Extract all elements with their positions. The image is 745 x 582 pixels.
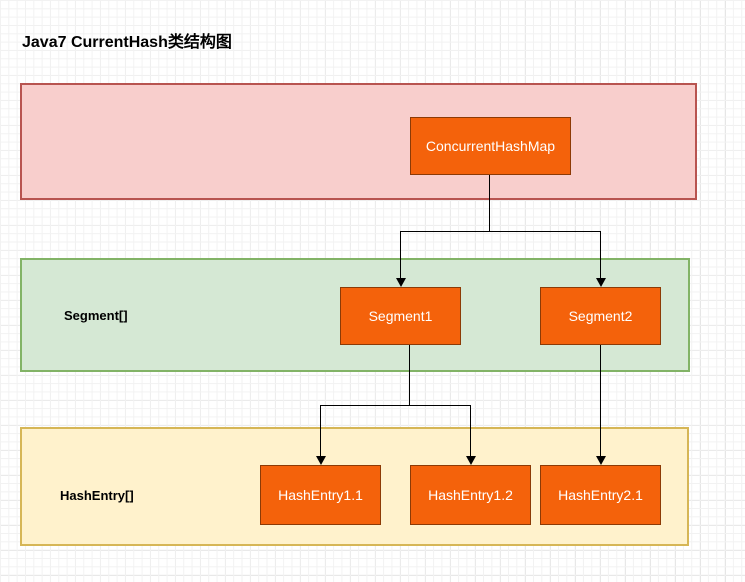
arrowhead-hashentry21 [596,456,606,465]
arrowhead-hashentry11 [316,456,326,465]
node-hashentry21[interactable]: HashEntry2.1 [540,465,661,525]
arrowhead-hashentry12 [466,456,476,465]
arrowhead-segment1 [396,278,406,287]
edge-segment1-stem [409,345,410,405]
node-hashentry12[interactable]: HashEntry1.2 [410,465,531,525]
lane-inner-border [24,87,693,196]
edge-segment1-to-hashentry11 [320,405,321,458]
node-segment2[interactable]: Segment2 [540,287,661,345]
edge-root-stem [489,175,490,231]
node-segment1[interactable]: Segment1 [340,287,461,345]
edge-segment2-to-hashentry21 [600,345,601,458]
edge-root-to-segment2 [600,231,601,280]
edge-segment1-to-hashentry12 [470,405,471,458]
page-title: Java7 CurrentHash类结构图 [22,34,232,51]
edge-segment1-bus [320,405,471,406]
hashentry-lane-label: HashEntry[] [60,488,134,503]
edge-root-to-segment1 [400,231,401,280]
node-hashentry11[interactable]: HashEntry1.1 [260,465,381,525]
arrowhead-segment2 [596,278,606,287]
edge-root-bus [400,231,601,232]
node-concurrenthashmap[interactable]: ConcurrentHashMap [410,117,571,175]
segment-lane-label: Segment[] [64,308,128,323]
concurrenthashmap-lane [20,83,697,200]
